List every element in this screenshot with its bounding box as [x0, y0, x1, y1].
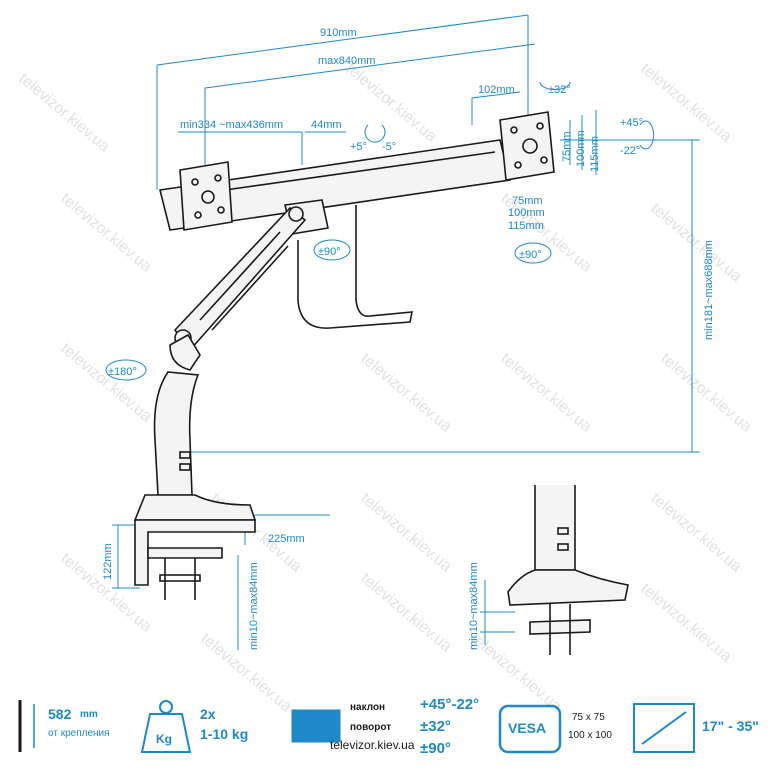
- vesa-h75: 75mm: [512, 195, 543, 207]
- vesa-v75: 75mm: [561, 131, 573, 162]
- dim-vesa-offset: 102mm: [478, 84, 515, 96]
- watermark: televizor.kiev.ua: [357, 350, 454, 435]
- rotate-value: ±90°: [420, 740, 451, 757]
- clamp-plate-detail: [529, 619, 591, 635]
- tilt-label: наклон: [350, 702, 386, 713]
- vesa-dimensions: 75mm 100mm 115mm 75mm 100mm 115mm: [508, 110, 601, 232]
- pole-detail: [534, 485, 576, 571]
- vesa-plate-right: [499, 111, 555, 181]
- tilt-large-pos: +45°: [620, 117, 643, 129]
- dim-center-gap: 44mm: [311, 119, 342, 131]
- swivel-label: поворот: [350, 722, 392, 733]
- reach-unit: mm: [80, 709, 98, 720]
- watermark: televizor.kiev.ua: [57, 190, 154, 275]
- vesa-h100: 100mm: [508, 207, 545, 219]
- swivel-arrow-icon: [539, 81, 571, 90]
- watermark: televizor.kiev.ua: [657, 350, 754, 435]
- watermark: televizor.kiev.ua: [57, 340, 154, 425]
- weight-count: 2x: [200, 706, 216, 722]
- screen-size: 17" - 35": [702, 718, 759, 734]
- weight-range: 1-10 kg: [200, 726, 249, 742]
- weight-badge: Kg: [156, 732, 172, 746]
- screen-size-icon: [633, 703, 695, 753]
- vesa-v115: 115mm: [589, 136, 601, 172]
- rotate-arrow-icon: [514, 242, 552, 264]
- dim-arm-range: min334 ~max436mm: [180, 119, 283, 131]
- site-caption: televizor.kiev.ua: [330, 738, 415, 752]
- swivel-value: ±32°: [420, 718, 451, 735]
- watermark: televizor.kiev.ua: [357, 490, 454, 575]
- clamp-plate: [147, 547, 223, 559]
- monitor-tilt-icon: [291, 709, 341, 743]
- dim-height-range: min181~max688mm: [703, 240, 715, 340]
- vesa-badge: VESA: [508, 720, 547, 736]
- vesa-plate-left: [179, 161, 233, 231]
- tilt-small-pos: +5°: [350, 141, 367, 153]
- vesa-v100: 100mm: [575, 130, 587, 167]
- watermark: televizor.kiev.ua: [497, 350, 594, 435]
- vesa-75: 75 x 75: [572, 712, 605, 723]
- reach-value: 582: [48, 706, 72, 722]
- vesa-100: 100 x 100: [568, 730, 612, 741]
- clamp-base: [133, 494, 257, 521]
- rotate-90-left: ±90°: [318, 246, 341, 258]
- dim-desk-thickness-2: min10~max84mm: [468, 562, 480, 650]
- watermark: televizor.kiev.ua: [342, 60, 439, 145]
- weight-icon: [140, 713, 192, 753]
- vesa-icon: [498, 704, 562, 754]
- rotate-90-right: ±90°: [519, 249, 542, 261]
- watermark: televizor.kiev.ua: [647, 490, 744, 575]
- vesa-h115: 115mm: [508, 220, 544, 232]
- pole: [153, 371, 200, 496]
- rotate-arrow-icon: [105, 359, 147, 381]
- spec-icons: [18, 700, 695, 754]
- desk-clamp: [134, 519, 256, 586]
- dim-clamp-height: 122mm: [102, 543, 114, 580]
- watermark: televizor.kiev.ua: [637, 60, 734, 145]
- tilt-value: +45°-22°: [420, 696, 480, 713]
- reach-label: от крепления: [48, 728, 110, 739]
- tilt-small-neg: -5°: [382, 141, 396, 153]
- rotate-180: ±180°: [108, 366, 137, 378]
- gas-spring-arm: [173, 206, 307, 352]
- base-detail: [507, 569, 629, 606]
- watermark: televizor.kiev.ua: [637, 580, 734, 665]
- dim-clamp-depth: 225mm: [268, 533, 305, 545]
- rotate-arrow-icon: [313, 239, 351, 261]
- rotation-labels: +5° -5° ±32° +45° -22° ±90° ±90° ±180°: [105, 81, 655, 381]
- watermark: televizor.kiev.ua: [647, 200, 744, 285]
- watermark: televizor.kiev.ua: [357, 570, 454, 655]
- dim-total-width: 910mm: [320, 27, 357, 39]
- tilt-large-neg: -22°: [620, 145, 640, 157]
- elbow-joint: [169, 333, 201, 371]
- dim-arm-width: max840mm: [318, 55, 375, 67]
- tilt-arrow-icon: [364, 124, 386, 143]
- tilt-large-arrow-icon: [639, 120, 655, 150]
- rotate-32: ±32°: [548, 84, 571, 96]
- dimension-lines: 910mm max840mm 102mm min334 ~max436mm 44…: [102, 14, 715, 650]
- arm-joint: [288, 206, 304, 222]
- watermark: televizor.kiev.ua: [15, 70, 112, 155]
- dim-desk-thickness-1: min10~max84mm: [248, 562, 260, 650]
- spec-strip: 582 mm от крепления Kg 2x 1-10 kg наклон…: [0, 690, 778, 772]
- cable-management: [297, 205, 413, 329]
- monitor-arm-drawing: [133, 111, 629, 655]
